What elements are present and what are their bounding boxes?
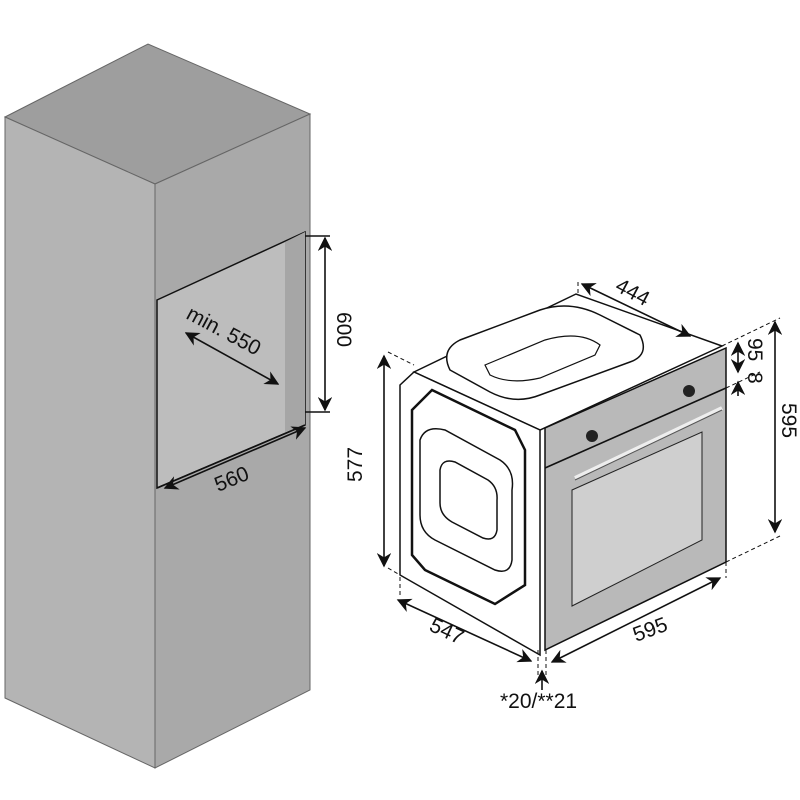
oven-glass bbox=[571, 431, 703, 607]
width-label: 595 bbox=[630, 613, 671, 647]
front-height-label: 595 bbox=[777, 403, 800, 438]
top-depth-label: 444 bbox=[612, 274, 654, 311]
niche-height-label: 600 bbox=[332, 312, 355, 347]
side-height-label: 577 bbox=[344, 447, 367, 482]
panel-gap-label: 8 bbox=[743, 372, 766, 384]
panel-height-label: 95 bbox=[743, 338, 766, 361]
niche-inner-side bbox=[285, 232, 305, 432]
depth-label: 547 bbox=[426, 614, 467, 650]
oven bbox=[399, 293, 727, 657]
tall-cabinet bbox=[3, 43, 312, 769]
oven-knob-left bbox=[586, 430, 598, 442]
front-thickness-label: *20/**21 bbox=[500, 690, 577, 713]
oven-handle bbox=[574, 406, 723, 480]
oven-knob-right bbox=[683, 385, 695, 397]
cabinet-side bbox=[4, 116, 156, 769]
